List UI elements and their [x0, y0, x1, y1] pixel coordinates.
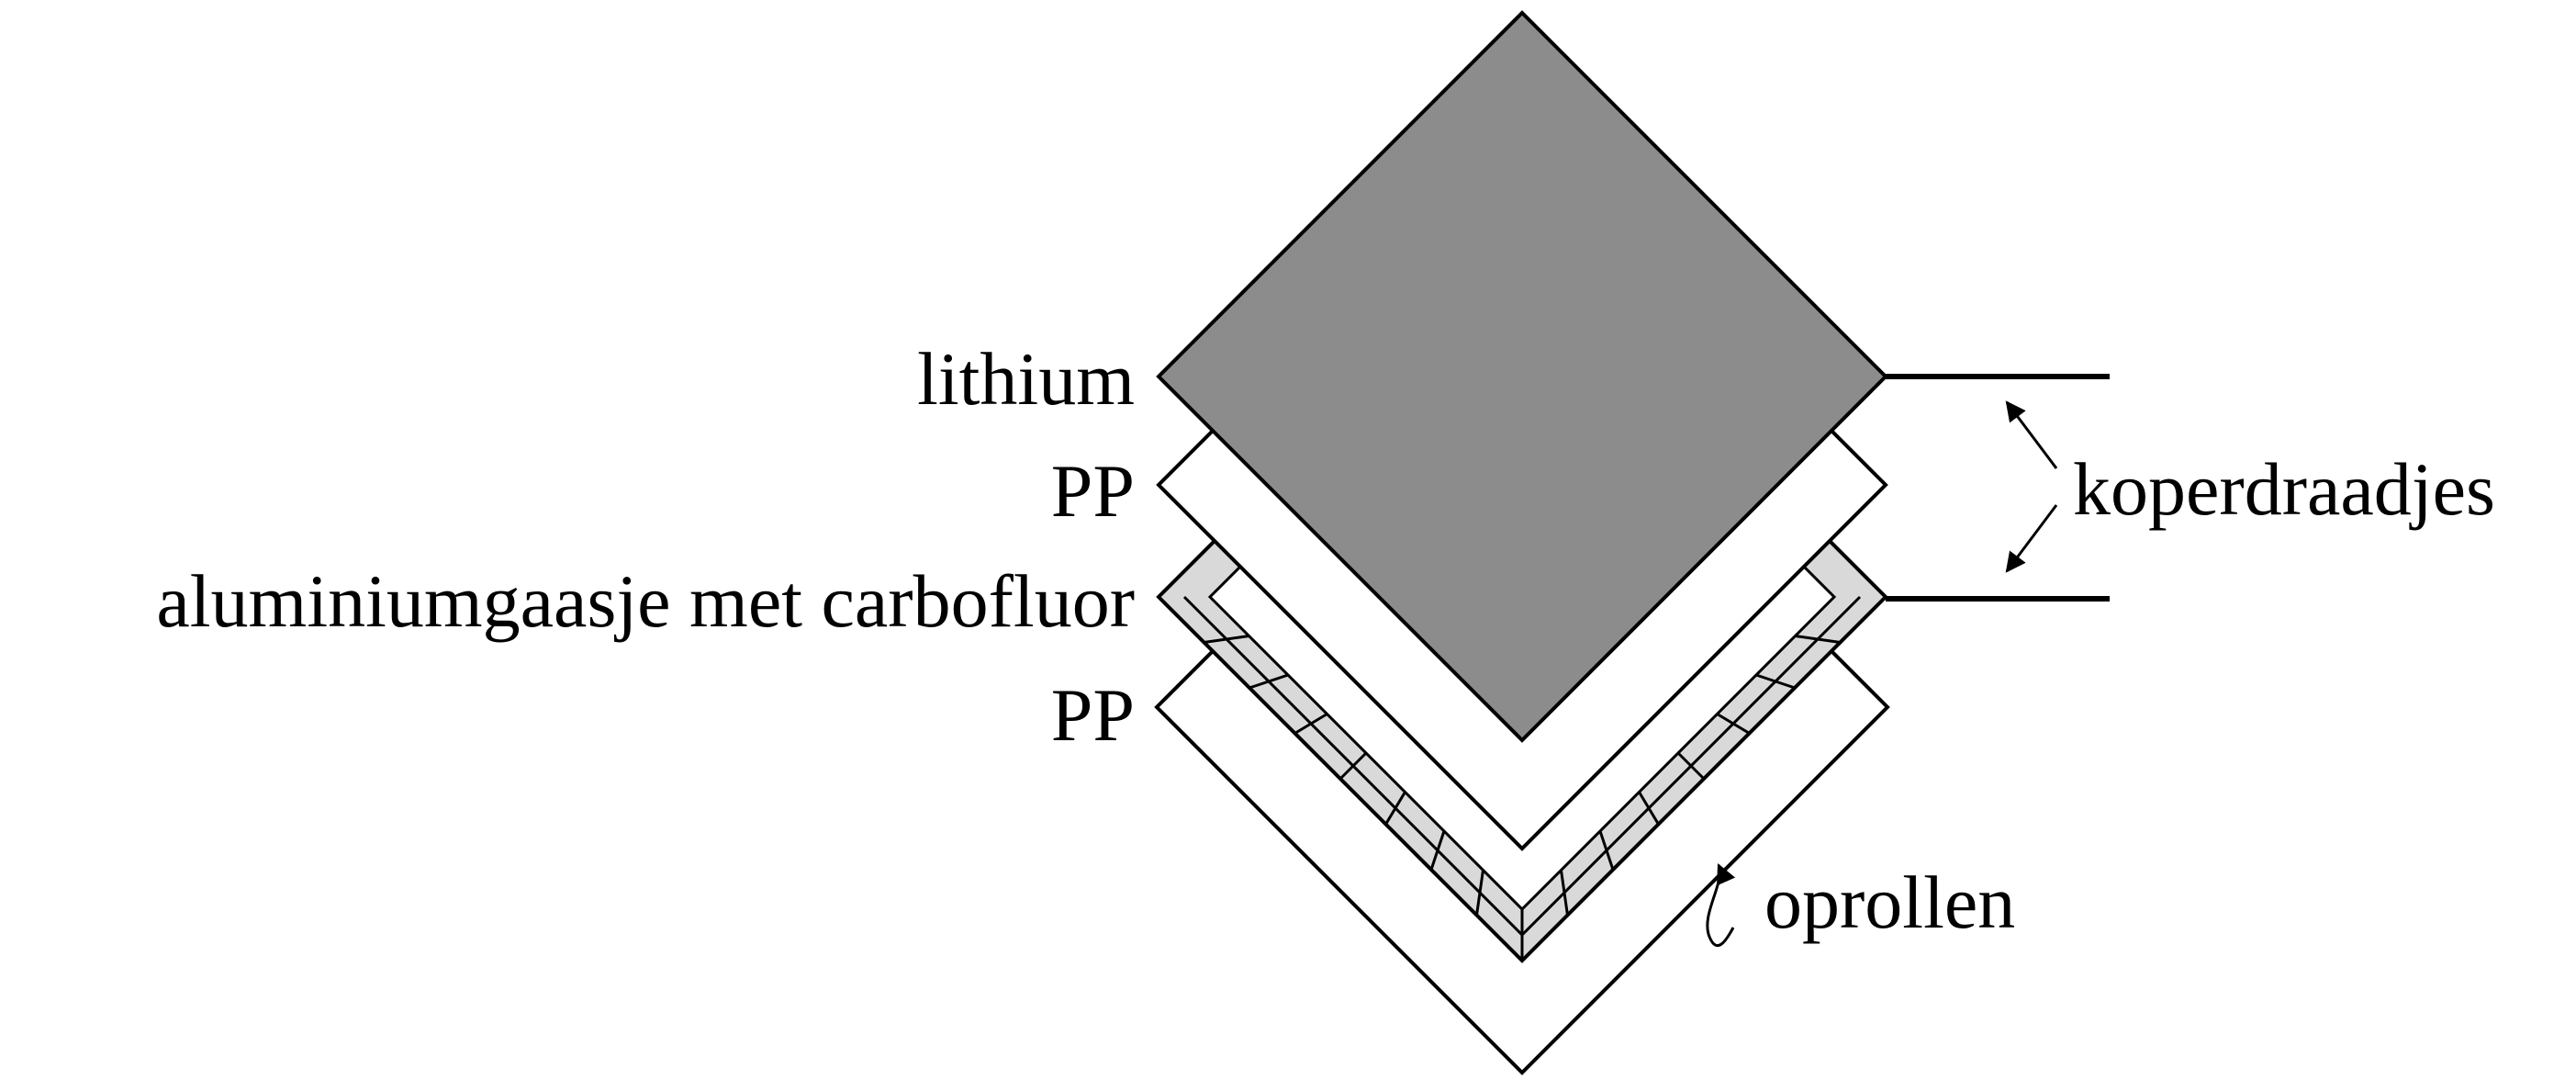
arrow-to-bottom-wire — [2005, 504, 2058, 573]
label-pp-top: PP — [1051, 449, 1135, 533]
label-copper-wires: koperdraadjes — [2073, 447, 2495, 531]
label-pp-bottom: PP — [1051, 673, 1135, 757]
roll-arrow — [1706, 862, 1736, 948]
mesh-grid-lines — [1182, 595, 1862, 961]
arrow-to-top-wire — [2005, 400, 2058, 469]
label-lithium: lithium — [917, 337, 1135, 421]
label-roll-up: oprollen — [1764, 860, 2015, 944]
label-aluminium-mesh: aluminiumgaasje met carbofluor — [156, 559, 1135, 643]
mesh-grid-midline — [1182, 595, 1862, 938]
